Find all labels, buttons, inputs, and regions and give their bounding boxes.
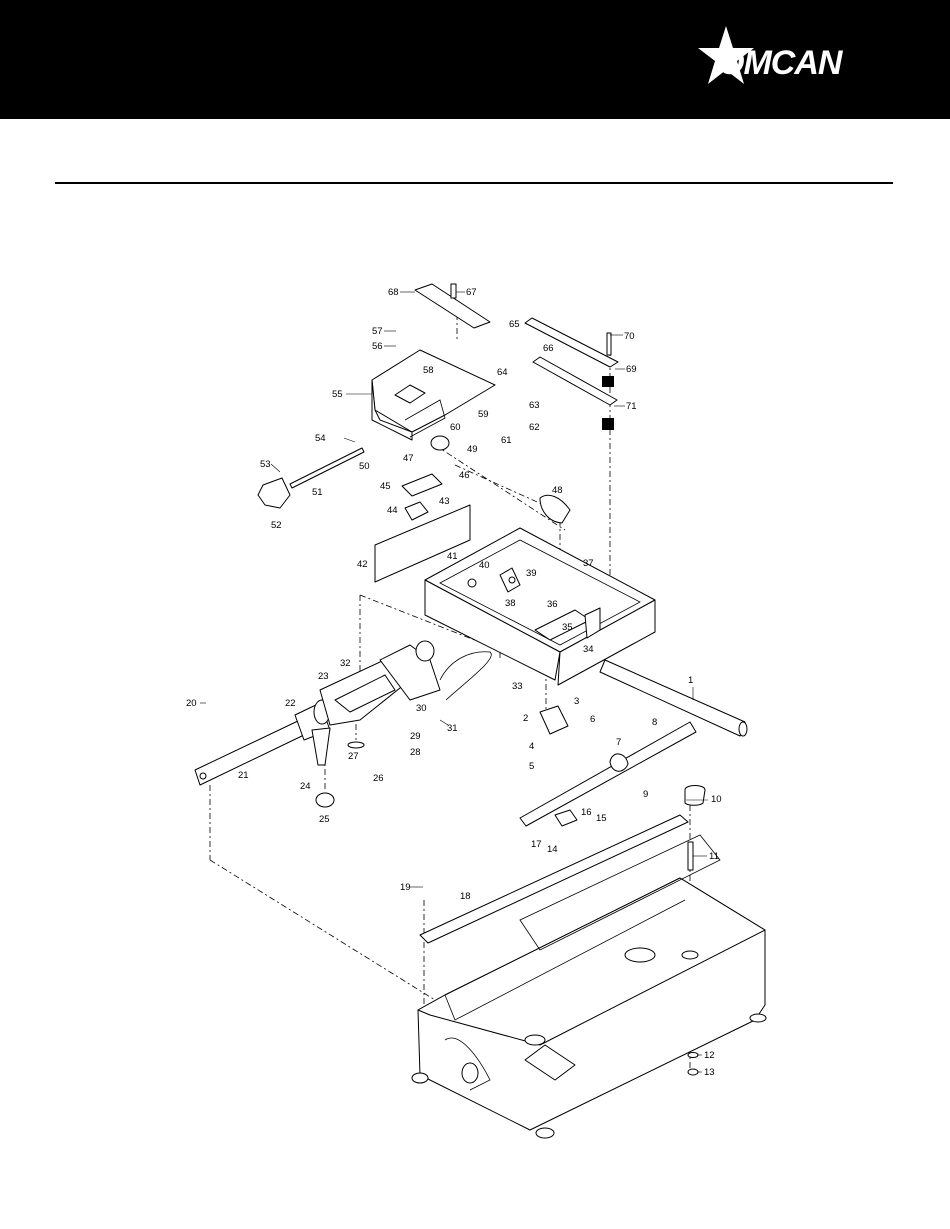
shaft-and-knob xyxy=(258,448,364,508)
part-label: 65 xyxy=(509,319,520,330)
part-label: 43 xyxy=(439,496,450,507)
part-label: 18 xyxy=(460,891,471,902)
part-label: 23 xyxy=(318,671,329,682)
part-label: 45 xyxy=(380,481,391,492)
part-label: 6 xyxy=(590,714,595,725)
part-label: 2 xyxy=(523,713,528,724)
part-label: 57 xyxy=(372,326,383,337)
part-label: 34 xyxy=(583,644,594,655)
part-label: 71 xyxy=(626,401,637,412)
part-label: 25 xyxy=(319,814,330,825)
part-label: 19 xyxy=(400,882,411,893)
part-label: 40 xyxy=(479,560,490,571)
part-label: 53 xyxy=(260,459,271,470)
part-label: 55 xyxy=(332,389,343,400)
bracket xyxy=(402,474,442,496)
part-label: 46 xyxy=(459,470,470,481)
bolt xyxy=(607,333,611,355)
part-label: 22 xyxy=(285,698,296,709)
part-label: 4 xyxy=(529,741,534,752)
part-label: 10 xyxy=(711,794,722,805)
part-label: 33 xyxy=(512,681,523,692)
part-label: 62 xyxy=(529,422,540,433)
part-label: 68 xyxy=(388,287,399,298)
part-label: 24 xyxy=(300,781,311,792)
part-label: 44 xyxy=(387,505,398,516)
part-label: 11 xyxy=(709,851,719,862)
spacer-block xyxy=(602,418,614,430)
part-label: 59 xyxy=(478,409,489,420)
part-label: 13 xyxy=(704,1067,715,1078)
pin xyxy=(451,284,456,298)
part-label: 37 xyxy=(583,558,594,569)
bushing-end xyxy=(431,436,449,450)
part-label: 14 xyxy=(547,844,558,855)
part-label: 29 xyxy=(410,731,421,742)
part-label: 26 xyxy=(373,773,384,784)
part-label: 32 xyxy=(340,658,351,669)
bushing xyxy=(540,495,570,523)
base-body xyxy=(412,835,766,1138)
part-label: 50 xyxy=(359,461,370,472)
part-label: 41 xyxy=(447,551,458,562)
part-label: 42 xyxy=(357,559,368,570)
part-label: 64 xyxy=(497,367,508,378)
part-label: 9 xyxy=(643,789,648,800)
part-label: 3 xyxy=(574,696,579,707)
part-label: 63 xyxy=(529,400,540,411)
part-label: 48 xyxy=(552,485,563,496)
part-label: 17 xyxy=(531,839,542,850)
carriage-frame xyxy=(425,528,655,685)
part-label: 21 xyxy=(238,770,249,781)
part-label: 49 xyxy=(467,444,478,455)
part-label: 15 xyxy=(596,813,607,824)
part-label: 39 xyxy=(526,568,537,579)
part-label: 54 xyxy=(315,433,326,444)
part-label: 8 xyxy=(652,717,657,728)
part-label: 5 xyxy=(529,761,534,772)
part-label: 7 xyxy=(616,737,621,748)
part-label: 30 xyxy=(416,703,427,714)
part-label: 20 xyxy=(186,698,197,709)
part-label: 58 xyxy=(423,365,434,376)
part-label: 52 xyxy=(271,520,282,531)
block xyxy=(405,502,428,520)
part-label: 16 xyxy=(581,807,592,818)
part-label: 56 xyxy=(372,341,383,352)
spacer-block xyxy=(602,376,614,387)
part-label: 67 xyxy=(466,287,477,298)
part-label: 69 xyxy=(626,364,637,375)
part-label: 12 xyxy=(704,1050,715,1061)
part-label: 47 xyxy=(403,453,414,464)
part-label: 70 xyxy=(624,331,635,342)
part-label: 66 xyxy=(543,343,554,354)
part-label: 61 xyxy=(501,435,512,446)
part-label: 36 xyxy=(547,599,558,610)
part-label: 1 xyxy=(688,675,693,686)
part-label: 38 xyxy=(505,598,516,609)
part-label: 60 xyxy=(450,422,461,433)
part-label: 51 xyxy=(312,487,323,498)
top-plate xyxy=(372,350,495,440)
part-label: 27 xyxy=(348,751,359,762)
part-label: 28 xyxy=(410,747,421,758)
part-label: 35 xyxy=(562,622,573,633)
rod xyxy=(600,660,747,736)
part-label: 31 xyxy=(447,723,458,734)
